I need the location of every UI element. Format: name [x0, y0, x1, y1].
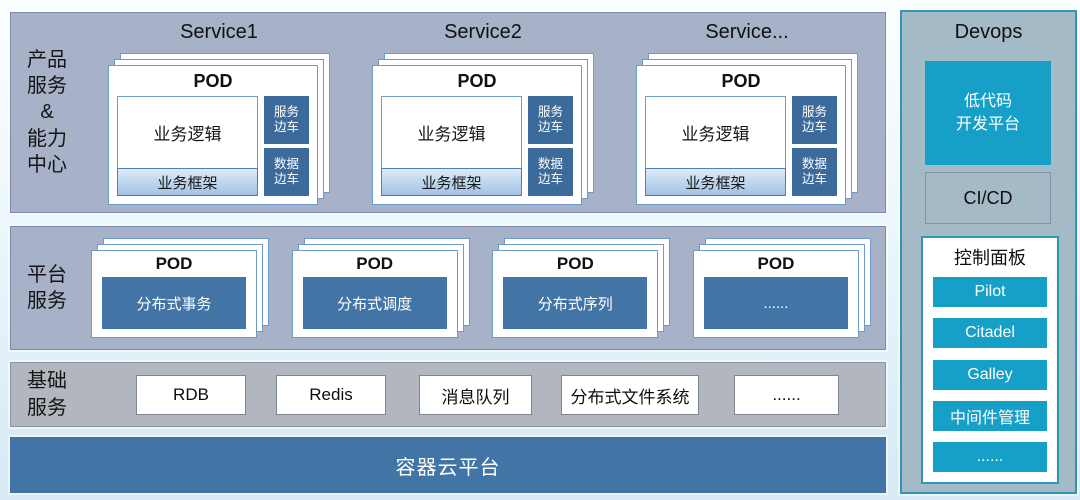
data-sidecar-box: 数据 边车: [528, 148, 573, 196]
platform-band-label: 平台 服务: [27, 263, 67, 312]
control-panel: 控制面板 Pilot Citadel Galley 中间件管理 ......: [921, 236, 1059, 484]
platform-pod-stack: POD ......: [692, 238, 871, 338]
control-panel-list: Pilot Citadel Galley 中间件管理 ......: [933, 277, 1047, 472]
pod-card: POD 业务逻辑 业务框架 服务 边车 数据 边车: [108, 65, 318, 205]
service-group-2: Service2 POD 业务逻辑 业务框架 服务 边车 数据 边车: [351, 13, 615, 212]
service-group-1: Service1 POD 业务逻辑 业务框架 服务 边车 数据 边车: [87, 13, 351, 212]
business-framework-box: 业务框架: [645, 168, 786, 196]
pod-label: POD: [193, 71, 233, 91]
pod-stack: POD 业务逻辑 业务框架 服务 边车 数据 边车: [372, 53, 594, 205]
data-sidecar-box: 数据 边车: [792, 148, 837, 196]
service-title: Service...: [705, 21, 789, 43]
platform-pod-stack: POD 分布式序列: [492, 238, 671, 338]
pod-label: POD: [721, 71, 761, 91]
data-sidecar-box: 数据 边车: [264, 148, 309, 196]
platform-pod-service: 分布式序列: [503, 277, 648, 329]
platform-pods-area: POD 分布式事务 POD 分布式调度 POD 分布式序列 POD: [91, 227, 871, 349]
pod-card: POD 业务逻辑 业务框架 服务 边车 数据 边车: [636, 65, 846, 205]
infra-item-message-queue: 消息队列: [419, 375, 532, 415]
container-cloud-platform-bar: 容器云平台: [10, 437, 886, 493]
services-area: Service1 POD 业务逻辑 业务框架 服务 边车 数据 边车: [87, 13, 879, 212]
service-title: Service1: [180, 21, 258, 43]
infra-item-distributed-fs: 分布式文件系统: [561, 375, 699, 415]
product-band-label: 产品 服务 & 能力 中心: [27, 48, 67, 177]
business-framework-box: 业务框架: [117, 168, 258, 196]
control-panel-title: 控制面板: [954, 248, 1026, 268]
service-sidecar-box: 服务 边车: [528, 96, 573, 144]
platform-pod-card: POD ......: [692, 250, 859, 338]
pod-label: POD: [757, 254, 795, 273]
platform-pod-service: 分布式事务: [102, 277, 246, 329]
control-panel-item-galley: Galley: [933, 359, 1047, 390]
control-panel-item-middleware: 中间件管理: [933, 400, 1047, 431]
control-panel-item-more: ......: [933, 442, 1047, 472]
service-sidecar-box: 服务 边车: [792, 96, 837, 144]
pod-stack: POD 业务逻辑 业务框架 服务 边车 数据 边车: [108, 53, 330, 205]
infra-item-rdb: RDB: [136, 375, 246, 415]
platform-pod-stack: POD 分布式事务: [91, 238, 269, 338]
platform-pod-service: ......: [703, 277, 848, 329]
control-panel-item-citadel: Citadel: [933, 318, 1047, 349]
product-services-band: 产品 服务 & 能力 中心 Service1 POD 业务逻辑 业务框架 服务 …: [10, 12, 886, 213]
infra-band-label: 基础 服务: [27, 370, 67, 419]
lowcode-platform-box: 低代码 开发平台: [925, 61, 1051, 165]
platform-pod-card: POD 分布式调度: [291, 250, 458, 338]
pod-label: POD: [556, 254, 594, 273]
business-logic-box: 业务逻辑: [645, 96, 786, 169]
business-framework-box: 业务框架: [381, 168, 522, 196]
platform-pod-stack: POD 分布式调度: [291, 238, 470, 338]
service-sidecar-box: 服务 边车: [264, 96, 309, 144]
infra-item-more: ......: [734, 375, 839, 415]
service-group-3: Service... POD 业务逻辑 业务框架 服务 边车 数据 边车: [615, 13, 879, 212]
platform-pod-card: POD 分布式事务: [91, 250, 257, 338]
pod-label: POD: [356, 254, 394, 273]
platform-pod-card: POD 分布式序列: [492, 250, 659, 338]
business-logic-box: 业务逻辑: [381, 96, 522, 169]
infra-item-redis: Redis: [276, 375, 386, 415]
infra-services-band: 基础 服务 RDB Redis 消息队列 分布式文件系统 ......: [10, 362, 886, 427]
control-panel-item-pilot: Pilot: [933, 277, 1047, 307]
pod-label: POD: [457, 71, 497, 91]
platform-services-band: 平台 服务 POD 分布式事务 POD 分布式调度 POD 分布式序列: [10, 226, 886, 350]
pod-card: POD 业务逻辑 业务框架 服务 边车 数据 边车: [372, 65, 582, 205]
platform-pod-service: 分布式调度: [302, 277, 447, 329]
container-cloud-platform-label: 容器云平台: [395, 456, 501, 479]
pod-stack: POD 业务逻辑 业务框架 服务 边车 数据 边车: [636, 53, 858, 205]
business-logic-box: 业务逻辑: [117, 96, 258, 169]
cicd-box: CI/CD: [925, 172, 1051, 224]
service-title: Service2: [444, 21, 522, 43]
devops-panel: Devops 低代码 开发平台 CI/CD 控制面板 Pilot Citadel…: [900, 10, 1077, 494]
pod-label: POD: [155, 254, 193, 273]
devops-title: Devops: [954, 21, 1023, 43]
